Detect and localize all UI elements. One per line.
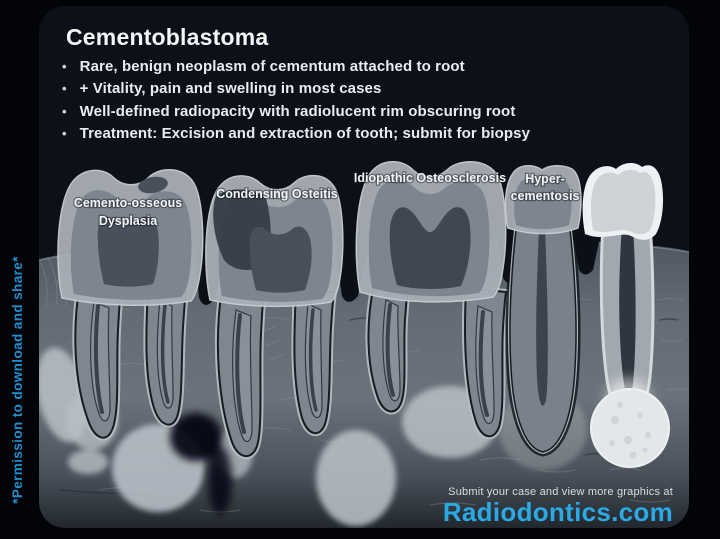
label-hyper-line2: cementosis	[511, 189, 580, 203]
root-canal	[619, 226, 636, 393]
mass-speckles	[609, 402, 651, 459]
tooth-idiopathic-osteosclerosis: Idiopathic Osteosclerosis	[353, 161, 510, 440]
label-hyper-line1: Hyper-	[525, 172, 565, 186]
occlusal-notch	[138, 176, 168, 194]
condensing-osteitis-mass	[316, 430, 396, 526]
cementoblastoma-mass	[590, 388, 670, 468]
tooth-hypercementosis: Hyper- cementosis	[504, 165, 582, 457]
tooth-cementoblastoma	[582, 163, 670, 468]
label-cod-line2: Dysplasia	[99, 214, 158, 228]
label-cod-line1: Cemento-osseous	[74, 196, 182, 210]
label-condensing-osteitis: Condensing Osteitis	[216, 187, 338, 201]
radiolucent-areas	[170, 413, 232, 514]
tooth-cemento-osseous-dysplasia: Cemento-osseous Dysplasia	[57, 169, 204, 441]
root-canal	[536, 230, 548, 406]
label-idiopathic-osteosclerosis: Idiopathic Osteosclerosis	[354, 171, 506, 185]
tooth-condensing-osteitis: Condensing Osteitis	[205, 174, 344, 459]
